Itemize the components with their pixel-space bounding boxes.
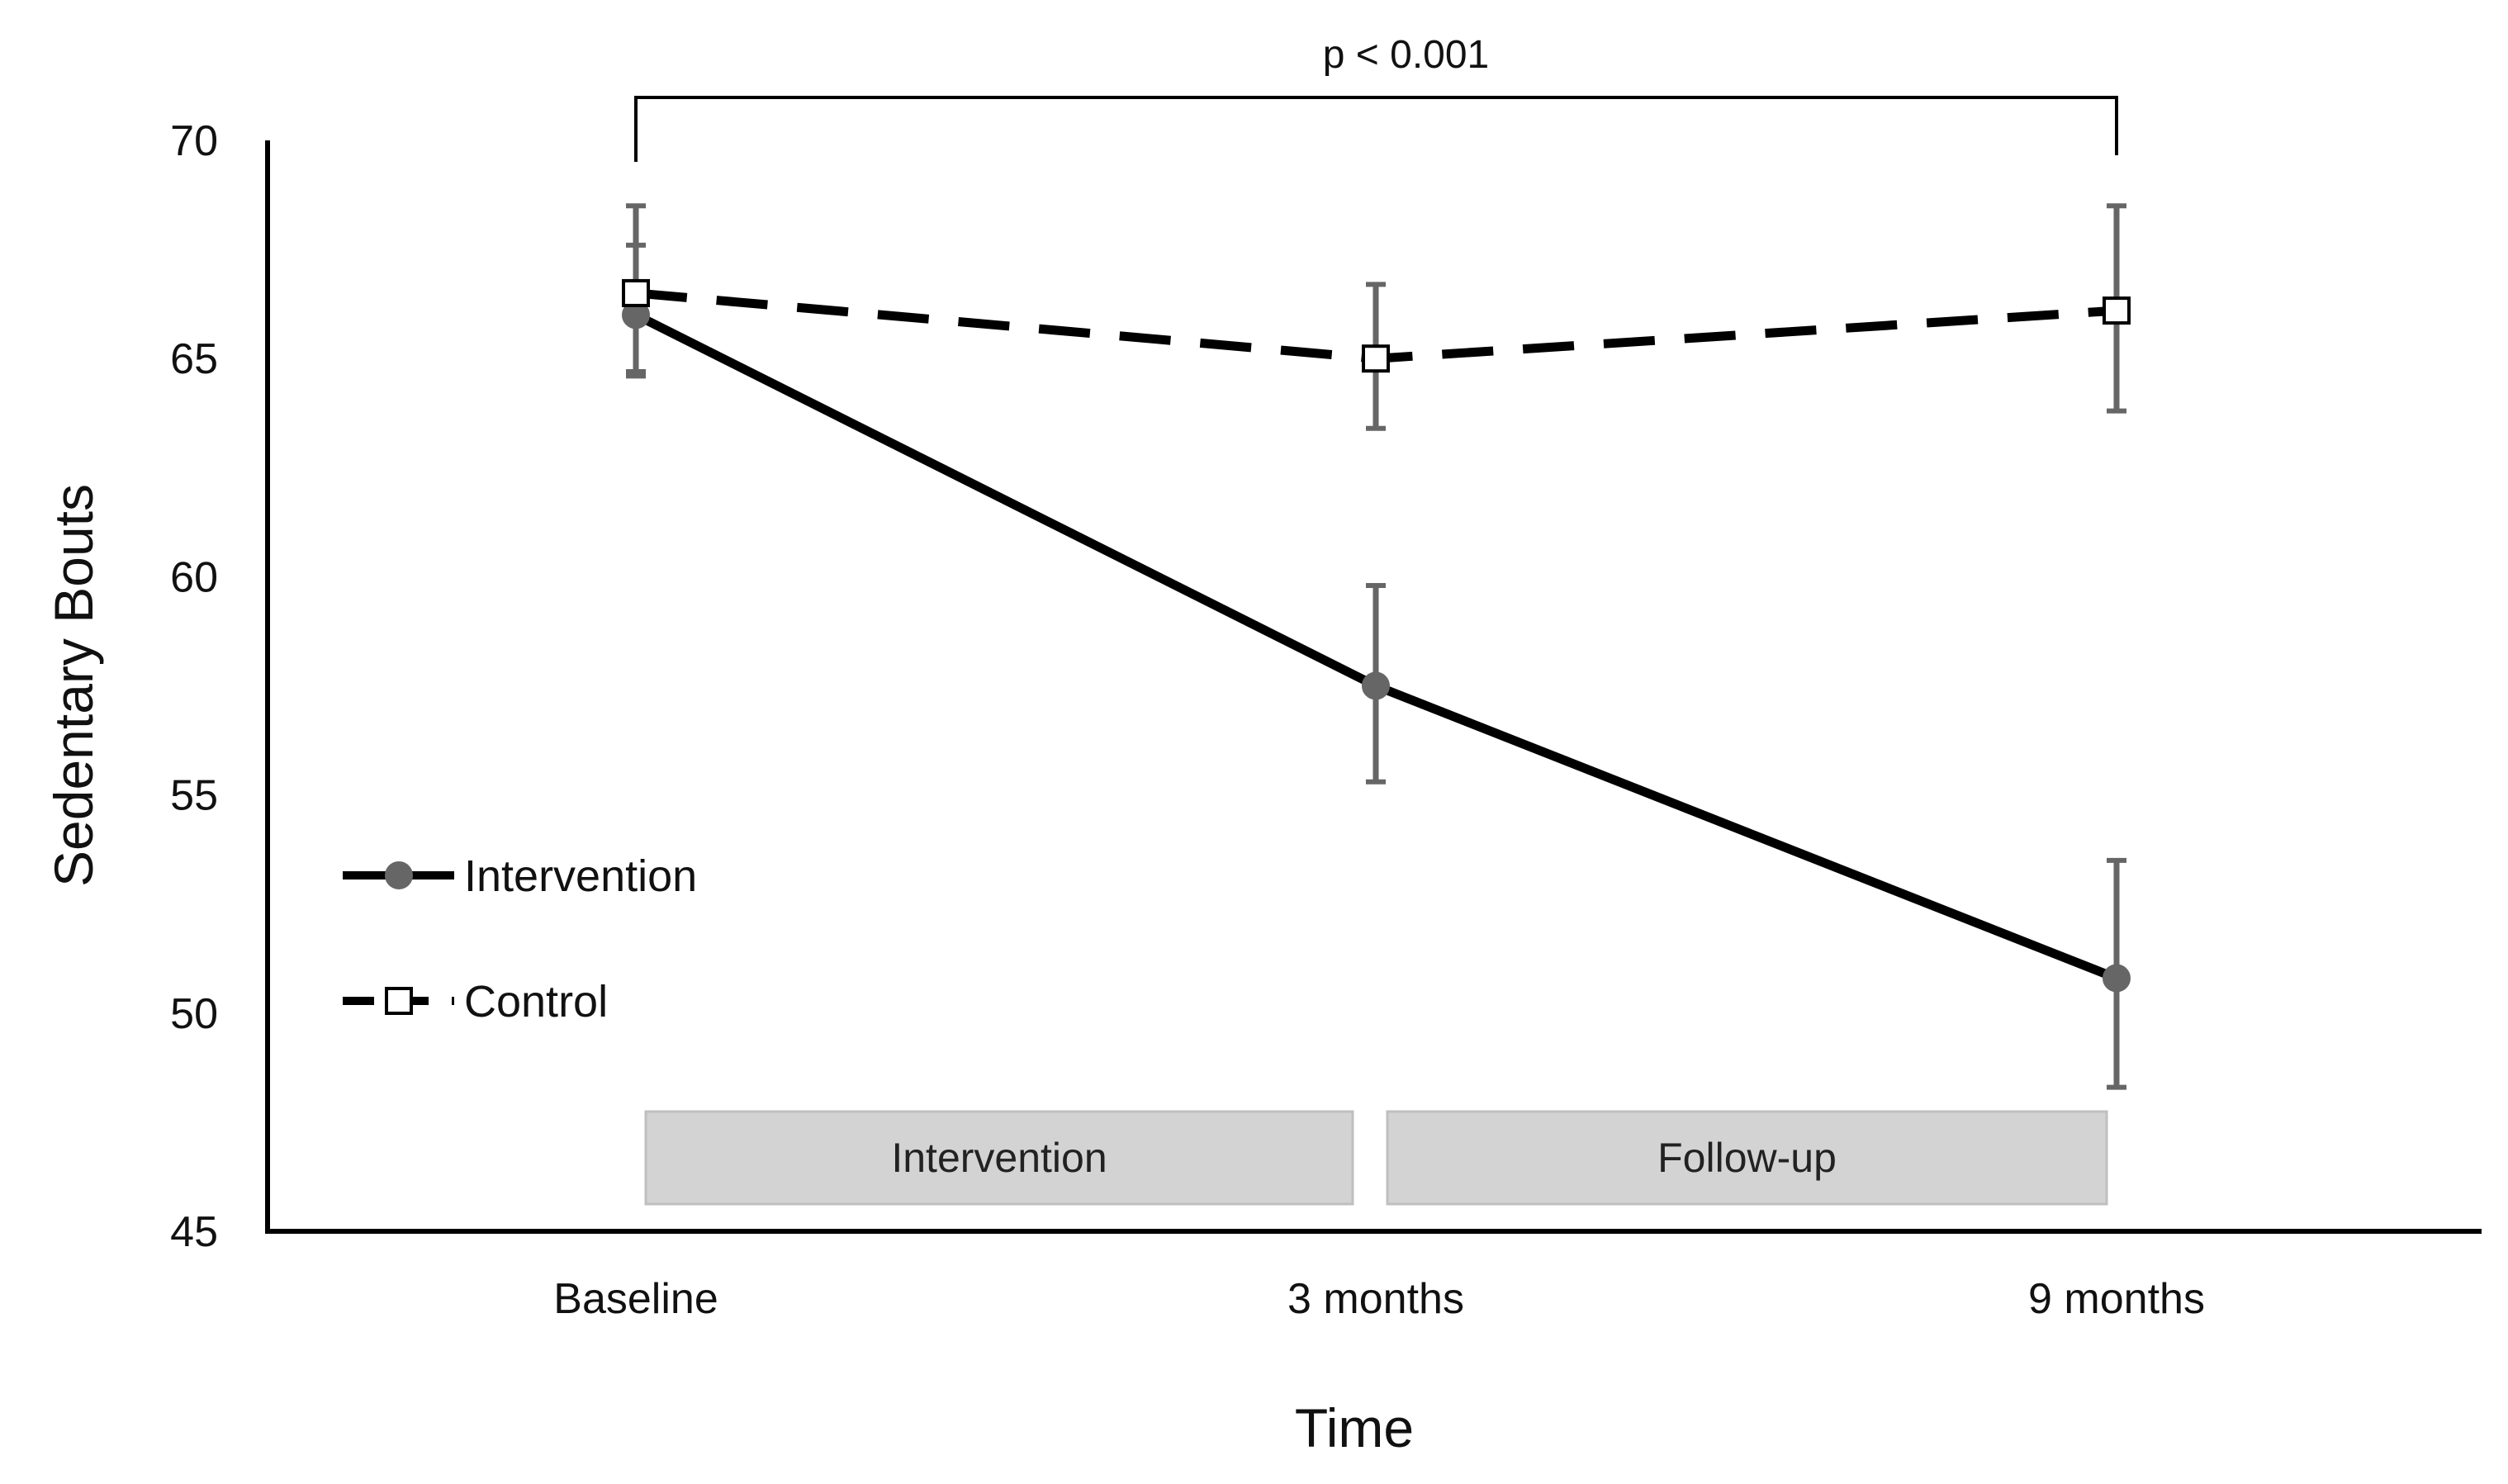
x-tick-label-1: Baseline [553,1275,718,1323]
x-tick-label-3: 9 months [2028,1275,2205,1323]
point-control-3 [2103,296,2131,325]
legend-marker-control [385,987,413,1015]
legend-item-intervention: Intervention [343,851,697,901]
legend-marker-intervention [385,861,413,889]
y-tick-label-50: 50 [170,990,218,1038]
significance-bracket [634,96,2118,162]
phase-label-2: Follow-up [1657,1135,1837,1181]
point-intervention-3 [2103,964,2131,993]
legend-item-control: Control [343,977,608,1026]
phase-label-1: Intervention [891,1135,1107,1181]
significance-label: p < 0.001 [1323,33,1490,77]
y-tick-label-55: 55 [170,772,218,820]
point-intervention-2 [1362,671,1390,700]
x-axis-title: Time [1295,1397,1414,1458]
y-tick-label-45: 45 [170,1208,218,1256]
point-control-2 [1362,344,1390,373]
y-tick-label-70: 70 [170,117,218,165]
point-control-1 [622,278,650,307]
phase-box-2 [1386,1110,2108,1206]
legend-label-intervention: Intervention [464,851,697,901]
y-tick-label-60: 60 [170,553,218,601]
phase-box-1 [644,1110,1354,1206]
legend-label-control: Control [464,977,608,1026]
x-tick-label-2: 3 months [1287,1275,1464,1323]
y-axis-title: Sedentary Bouts [43,484,104,887]
y-tick-label-65: 65 [170,335,218,383]
